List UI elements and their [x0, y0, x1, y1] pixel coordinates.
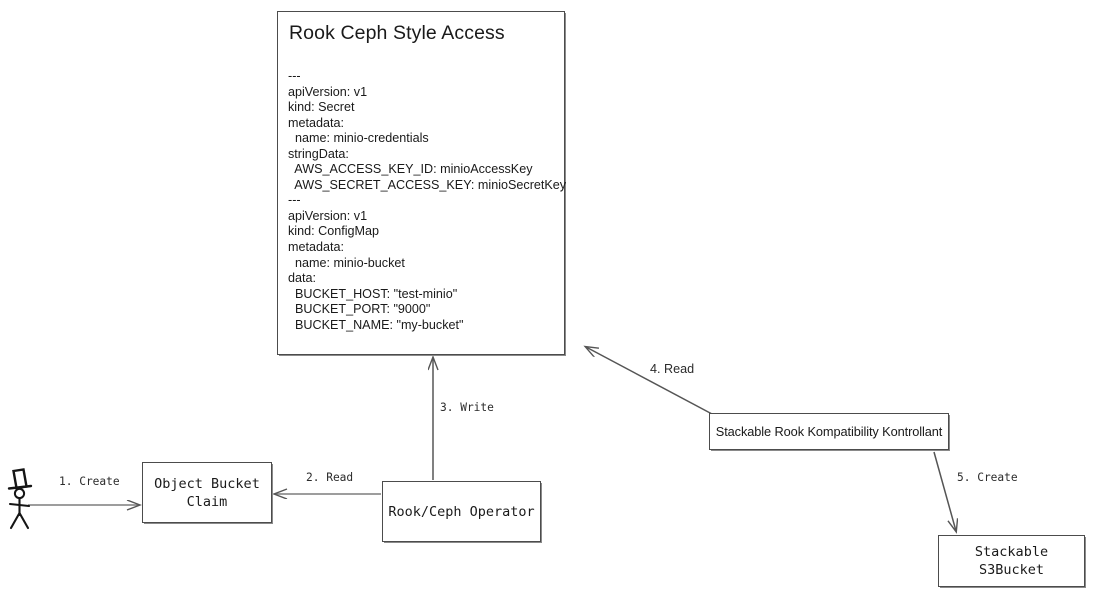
node-stackable-s3bucket[interactable]: Stackable S3Bucket — [938, 535, 1085, 587]
edge-label-5-create: 5. Create — [957, 471, 1018, 484]
edge-label-3-write: 3. Write — [440, 401, 494, 414]
edge-label-4-read: 4. Read — [650, 362, 695, 376]
stick-figure-actor-icon — [7, 468, 33, 530]
node-stackable-rook-kompatibility-kontrollant[interactable]: Stackable Rook Kompatibility Kontrollant — [709, 413, 949, 450]
edge-5-create — [933, 451, 956, 531]
edge-4-read — [586, 347, 713, 415]
node-object-bucket-claim[interactable]: Object Bucket Claim — [142, 462, 272, 523]
yaml-panel-title: Rook Ceph Style Access — [289, 22, 505, 44]
node-rook-ceph-operator[interactable]: Rook/Ceph Operator — [382, 481, 541, 542]
edge-label-2-read: 2. Read — [306, 471, 354, 484]
yaml-panel-content: --- apiVersion: v1 kind: Secret metadata… — [288, 69, 567, 332]
node-rook-ceph-style-access[interactable]: Rook Ceph Style Access --- apiVersion: v… — [277, 11, 566, 355]
node-stackable-s3bucket-label: Stackable S3Bucket — [974, 544, 1049, 578]
node-stackable-rook-kompatibility-kontrollant-label: Stackable Rook Kompatibility Kontrollant — [715, 424, 943, 439]
node-object-bucket-claim-label: Object Bucket Claim — [154, 475, 260, 510]
edge-label-1-create: 1. Create — [59, 475, 120, 488]
node-rook-ceph-operator-label: Rook/Ceph Operator — [388, 503, 535, 520]
